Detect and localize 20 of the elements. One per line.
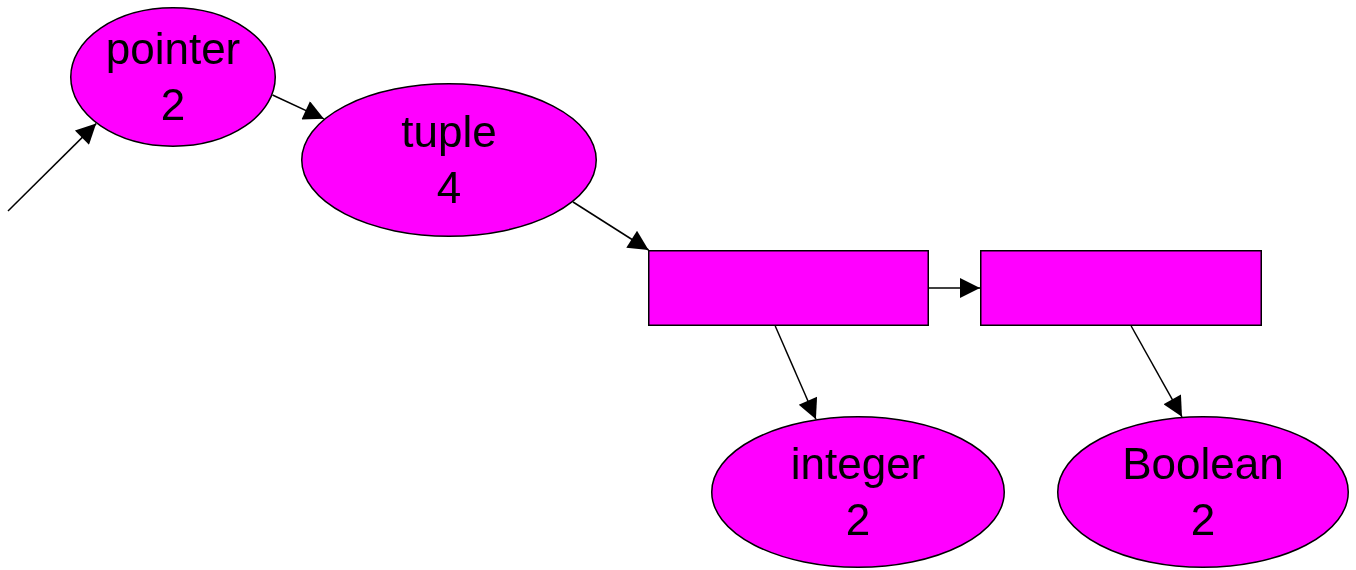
node-label: Boolean [1122,438,1284,490]
ellipse-node [301,83,597,237]
arrow [928,278,981,298]
node-label: 2 [845,494,871,546]
node-label: integer [790,438,926,490]
ellipse-node [1057,416,1349,568]
ellipse-node [711,416,1005,568]
rectangle-node [980,250,1262,326]
arrow [7,122,97,212]
node-label: pointer [105,23,241,75]
arrow [774,325,818,420]
arrow [572,201,650,251]
arrow [271,94,325,120]
node-label: tuple [401,106,497,158]
ellipse-node [70,7,276,147]
node-label: 2 [1190,494,1216,546]
rectangle-node [648,250,929,326]
node-label: 2 [160,79,186,131]
arrow [1130,325,1183,418]
node-label: 4 [436,162,462,214]
